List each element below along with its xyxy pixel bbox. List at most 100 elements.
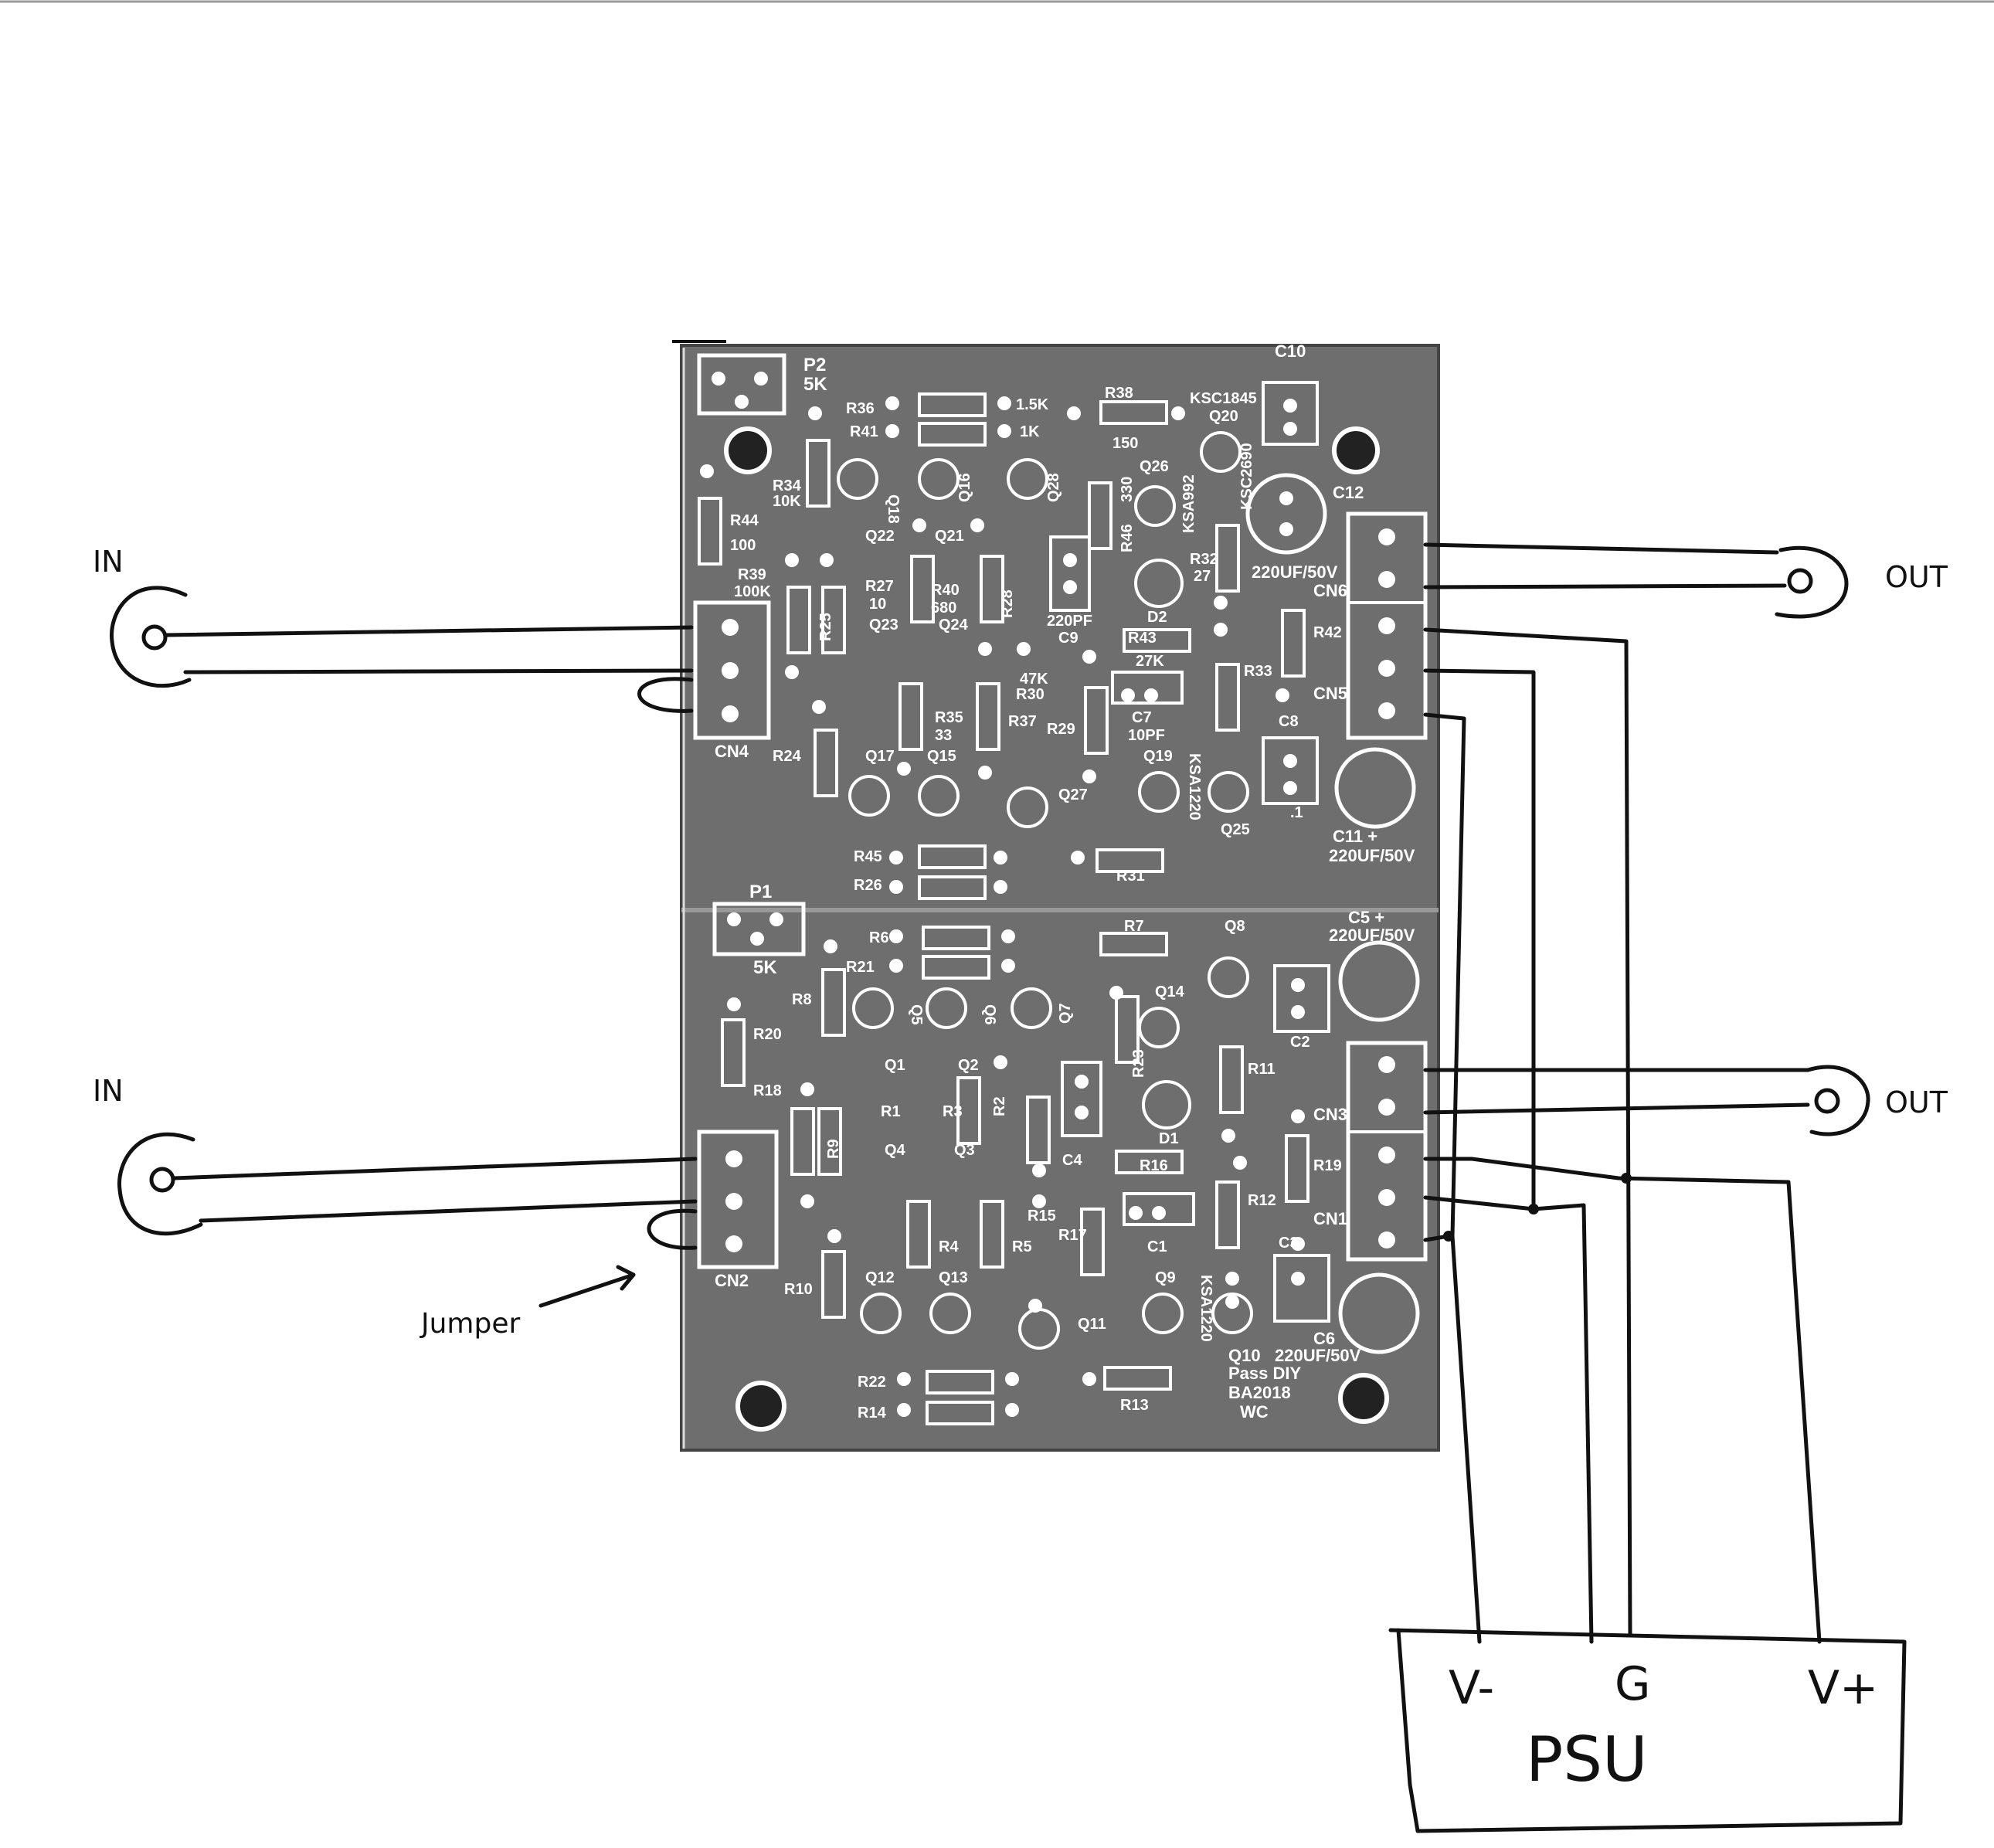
part-label: Q19 xyxy=(1143,748,1173,765)
part-label: 33 xyxy=(935,727,952,744)
part-label: KSA1220 xyxy=(1197,1275,1214,1342)
part-label: R24 xyxy=(773,748,802,765)
in-jack-top xyxy=(141,624,168,651)
cn2-footprint xyxy=(697,1130,779,1269)
part-label: KSC2690 xyxy=(1238,443,1255,510)
cn3-label: CN3 xyxy=(1313,1105,1347,1124)
part-label: R23 xyxy=(1130,1049,1147,1078)
psu-v-minus-label: V- xyxy=(1449,1661,1494,1715)
wire-v-plus xyxy=(1423,1157,1822,1644)
part-label: R21 xyxy=(846,959,875,976)
wire xyxy=(183,668,694,674)
part-label: Q22 xyxy=(865,528,895,545)
part-label: R25 xyxy=(817,613,834,641)
wire-v-minus xyxy=(1423,712,1482,1644)
psu-label: PSU xyxy=(1526,1724,1648,1795)
part-label: 1.5K xyxy=(1016,396,1049,413)
c11-label: C11 + xyxy=(1333,827,1377,846)
c6-voltage: 220UF/50V xyxy=(1275,1346,1361,1365)
wire xyxy=(172,1157,698,1180)
part-label: Q23 xyxy=(869,617,898,634)
jumper-loop-top xyxy=(637,677,694,713)
cn5-label: CN5 xyxy=(1313,684,1347,703)
in-label-top: IN xyxy=(93,545,124,579)
part-label: R40 xyxy=(931,582,960,599)
credit-line-2: BA2018 xyxy=(1228,1383,1291,1402)
cn6-label: CN6 xyxy=(1313,581,1347,600)
part-label: Q17 xyxy=(865,748,895,765)
part-label: R37 xyxy=(1008,713,1037,730)
mount-hole xyxy=(735,1381,786,1432)
part-label: 10K xyxy=(773,493,801,510)
p2-label: P2 xyxy=(803,355,826,375)
part-label: R8 xyxy=(792,991,812,1008)
part-label: R36 xyxy=(846,400,875,417)
p1-value: 5K xyxy=(753,957,777,978)
part-label: 10PF xyxy=(1128,727,1165,744)
part-label: 330 xyxy=(1119,477,1136,502)
c6-footprint xyxy=(1338,1272,1420,1354)
part-label: Q18 xyxy=(885,494,902,524)
wire xyxy=(1423,1195,1594,1644)
c6-label: C6 xyxy=(1313,1329,1335,1348)
part-label: R29 xyxy=(1047,721,1075,738)
part-label: Q15 xyxy=(927,748,956,765)
mount-hole xyxy=(724,426,772,474)
part-label: C1 xyxy=(1147,1238,1167,1255)
part-label: 680 xyxy=(931,600,956,617)
board-bottom: P1 5K xyxy=(697,882,1428,1432)
wire xyxy=(1423,583,1787,589)
part-label: KSC1845 xyxy=(1190,390,1257,407)
part-label: Q25 xyxy=(1221,821,1250,838)
out-label-bottom: OUT xyxy=(1885,1085,1948,1119)
part-label: KSA992 xyxy=(1180,474,1197,533)
part-label: R6 xyxy=(869,929,889,946)
part-label: Q13 xyxy=(939,1269,968,1286)
p2-value: 5K xyxy=(803,374,827,395)
out-jack-bottom-shell xyxy=(1805,1065,1870,1136)
part-label: Q6 xyxy=(981,1004,998,1025)
part-label: R26 xyxy=(854,877,882,894)
part-label: C7 xyxy=(1132,709,1152,726)
part-label: Q27 xyxy=(1058,786,1088,803)
part-label: R35 xyxy=(935,709,963,726)
wire xyxy=(1423,668,1536,1211)
psu-g-label: G xyxy=(1615,1657,1651,1711)
part-label: Q11 xyxy=(1078,1316,1106,1333)
wire-g xyxy=(1423,627,1632,1636)
part-label: R3 xyxy=(943,1103,963,1120)
part-label: R4 xyxy=(939,1238,959,1255)
part-label: Q5 xyxy=(908,1004,925,1025)
part-label: R41 xyxy=(850,423,878,440)
p2-footprint xyxy=(697,353,786,416)
cn1-cn3-footprint xyxy=(1346,1041,1428,1262)
part-label: 27K xyxy=(1136,653,1164,670)
part-label: R22 xyxy=(858,1374,886,1391)
out-label-top: OUT xyxy=(1885,560,1948,594)
part-label: .1 xyxy=(1290,804,1303,821)
c11-footprint xyxy=(1334,747,1416,829)
arrow-line xyxy=(538,1272,636,1308)
part-label: R10 xyxy=(784,1281,813,1298)
in-jack-bottom-shell xyxy=(117,1132,203,1236)
psu-v-plus-label: V+ xyxy=(1808,1661,1878,1715)
part-label: R17 xyxy=(1058,1227,1087,1244)
c5-voltage: 220UF/50V xyxy=(1329,926,1415,945)
part-label: R33 xyxy=(1244,663,1272,680)
part-label: R42 xyxy=(1313,624,1342,641)
part-label: R18 xyxy=(753,1082,782,1099)
cn1-label: CN1 xyxy=(1313,1209,1347,1228)
part-label: Q2 xyxy=(958,1057,979,1074)
pcb-board xyxy=(672,340,1440,1452)
part-label: R31 xyxy=(1116,868,1145,885)
part-label: Q28 xyxy=(1045,473,1062,502)
part-label: Q16 xyxy=(956,473,973,502)
part-label: R28 xyxy=(999,589,1016,618)
part-label: Q8 xyxy=(1225,918,1245,935)
c12-label: C12 xyxy=(1333,483,1364,502)
p1-label: P1 xyxy=(749,882,772,902)
out-jack-bottom xyxy=(1814,1088,1840,1114)
c11-voltage: 220UF/50V xyxy=(1329,846,1415,865)
part-label: 10 xyxy=(869,596,886,613)
wiring xyxy=(110,542,1907,1833)
